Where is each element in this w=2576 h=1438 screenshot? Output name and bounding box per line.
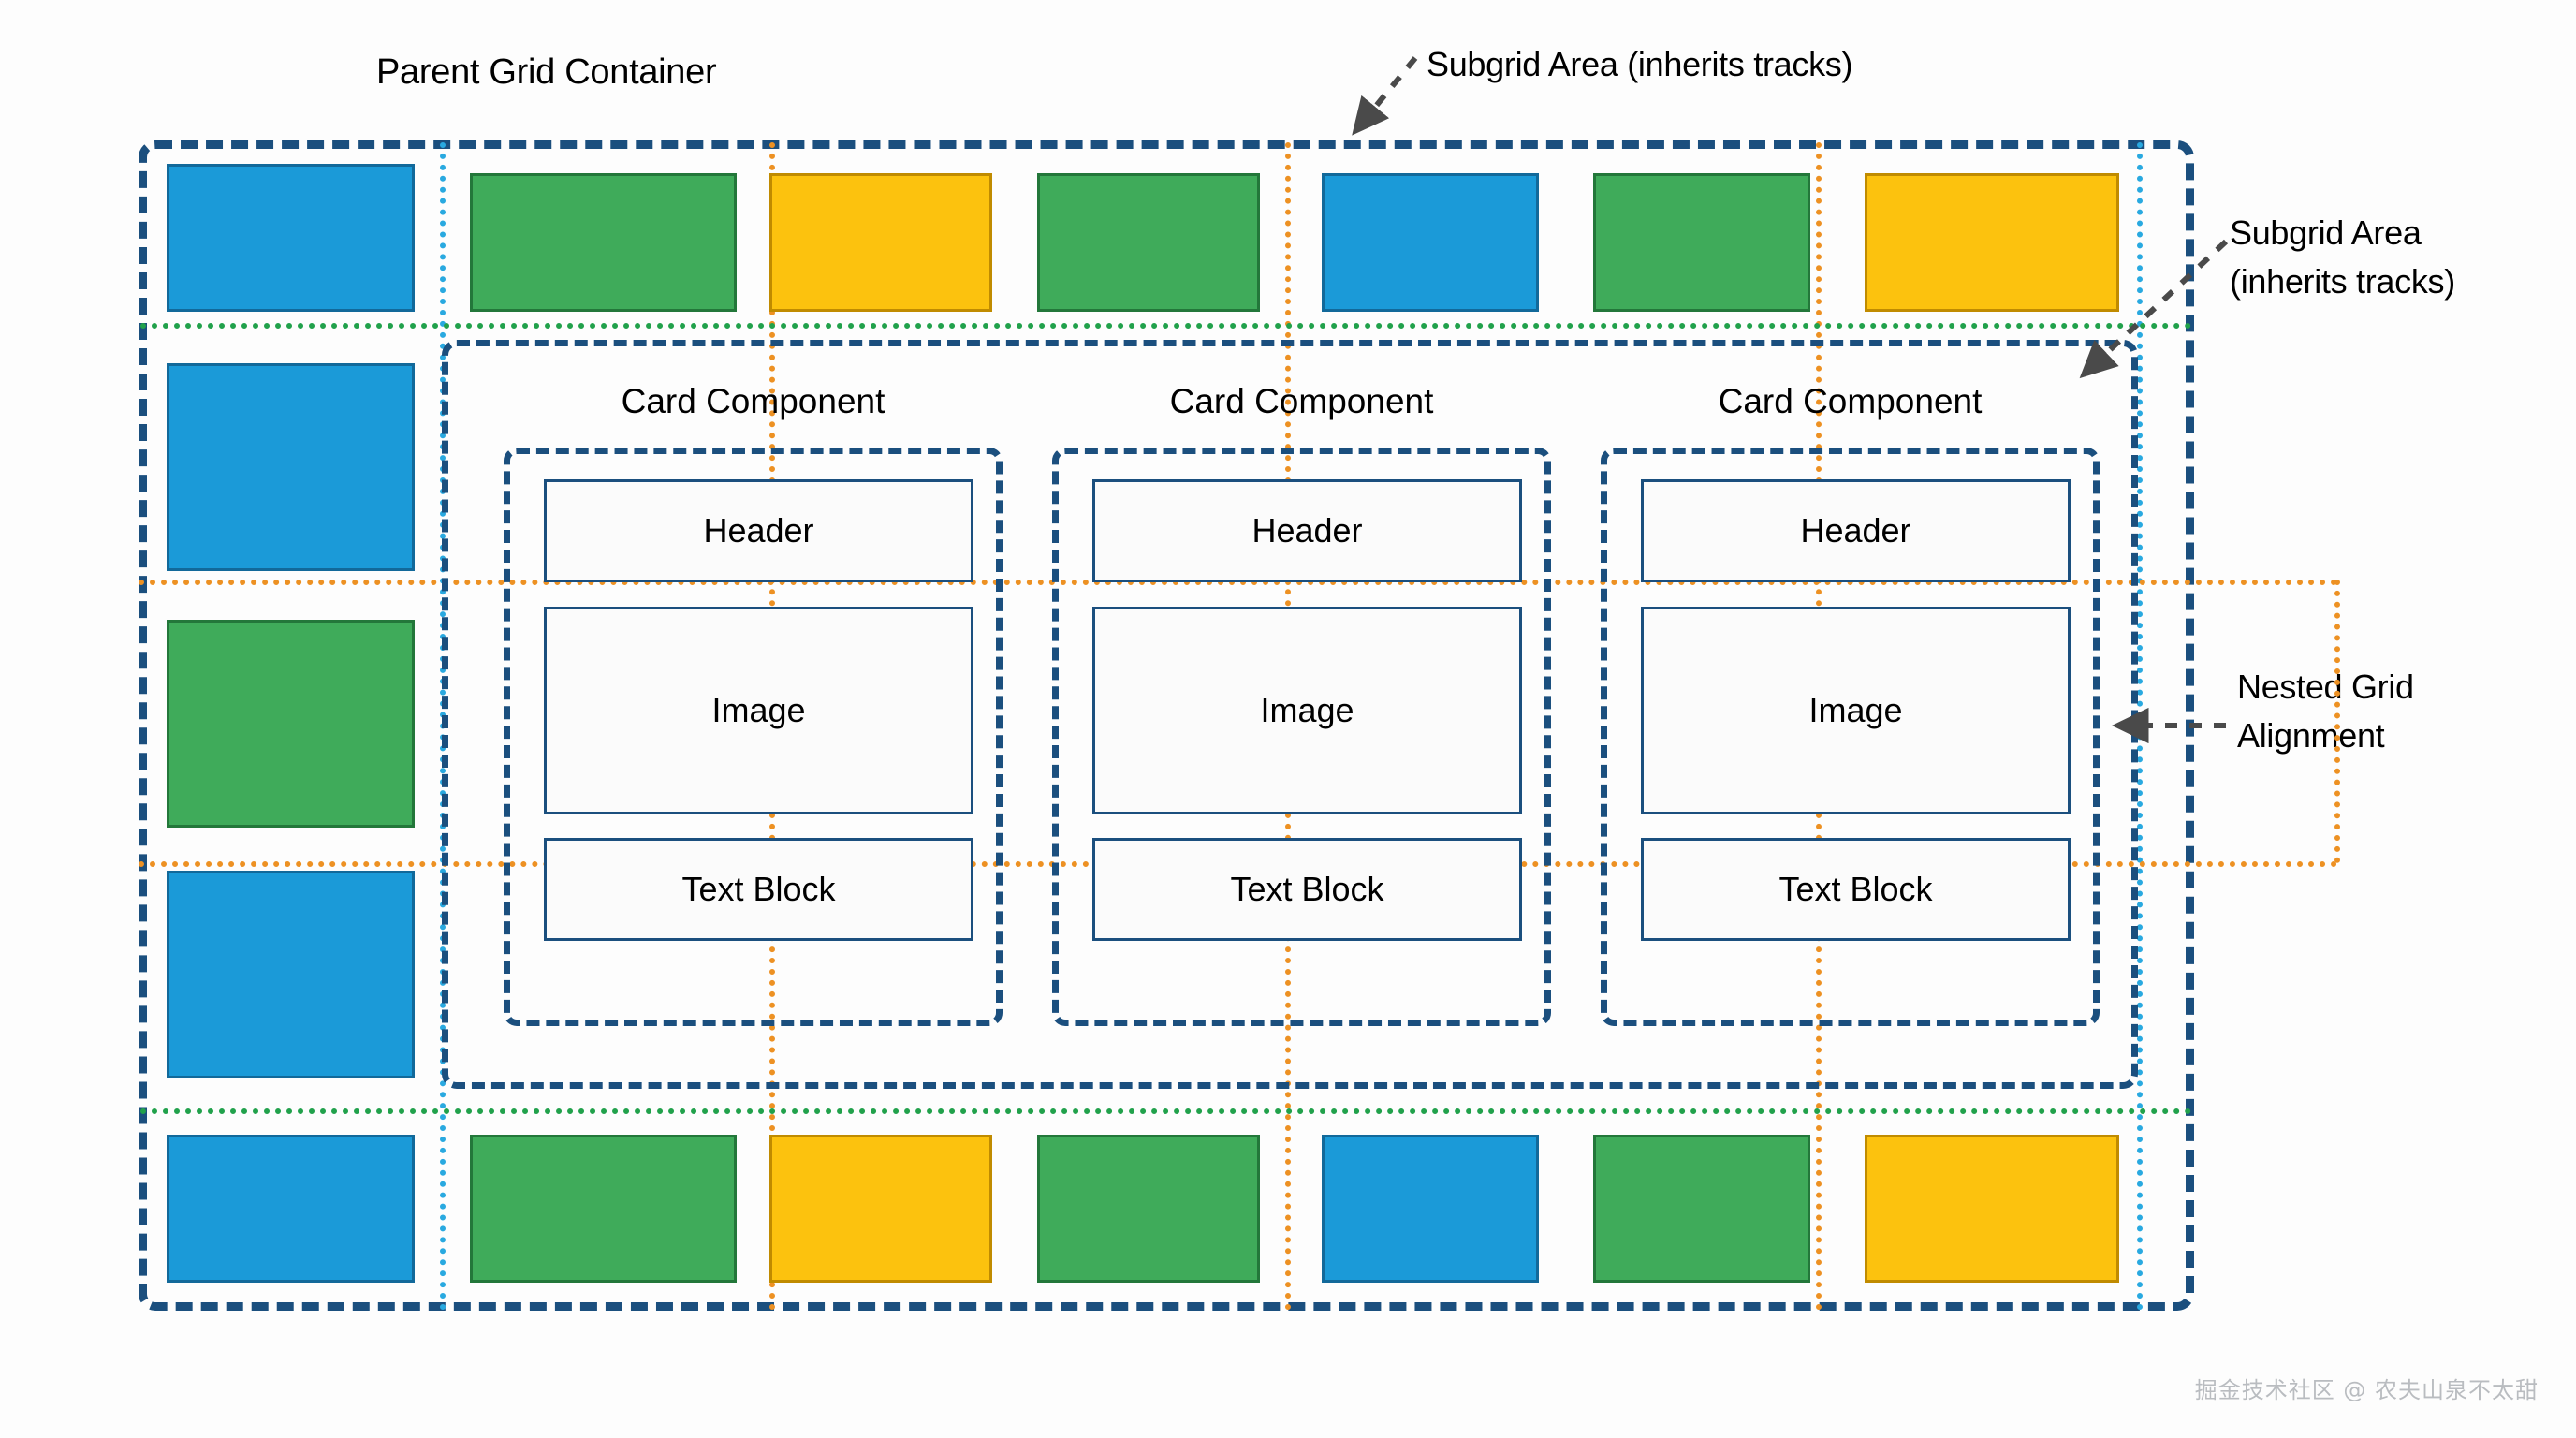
card-slot-text-2: Text Block — [1092, 838, 1522, 941]
card-component-2: Header Image Text Block — [1052, 448, 1551, 1026]
card-slot-header-2: Header — [1092, 479, 1522, 582]
arrow-subgrid-top — [1352, 56, 1418, 136]
card-component-1: Header Image Text Block — [504, 448, 1003, 1026]
grid-cell-bottom-2 — [470, 1135, 737, 1283]
orange-bracket-right-edge — [2334, 580, 2340, 863]
grid-cell-bottom-5 — [1322, 1135, 1539, 1283]
card-slot-text-3: Text Block — [1641, 838, 2071, 941]
annotation-subgrid-top: Subgrid Area (inherits tracks) — [1427, 45, 1853, 83]
green-row-guide-top — [140, 323, 2192, 329]
grid-cell-bottom-7 — [1865, 1135, 2119, 1283]
card-component-3: Header Image Text Block — [1601, 448, 2100, 1026]
grid-cell-left-2 — [167, 620, 415, 828]
annotation-nested-line2: Alignment — [2237, 716, 2385, 755]
card-slot-text-1: Text Block — [544, 838, 973, 941]
card-component-label-1: Card Component — [621, 382, 886, 420]
grid-cell-top-7 — [1865, 173, 2119, 312]
annotation-subgrid-right-line1: Subgrid Area — [2230, 213, 2422, 252]
grid-cell-top-1 — [167, 164, 415, 312]
card-slot-header-1: Header — [544, 479, 973, 582]
grid-cell-bottom-4 — [1037, 1135, 1260, 1283]
card-slot-header-3: Header — [1641, 479, 2071, 582]
card-slot-image-1: Image — [544, 607, 973, 814]
grid-cell-top-2 — [470, 173, 737, 312]
orange-row-guide-top — [139, 580, 2338, 585]
card-component-label-2: Card Component — [1169, 382, 1434, 420]
card-slot-image-3: Image — [1641, 607, 2071, 814]
grid-cell-bottom-6 — [1593, 1135, 1810, 1283]
grid-cell-top-3 — [769, 173, 992, 312]
annotation-nested-line1: Nested Grid — [2237, 668, 2414, 706]
page-title: Parent Grid Container — [376, 52, 717, 92]
annotation-subgrid-right-line2: (inherits tracks) — [2230, 262, 2455, 301]
grid-cell-left-3 — [167, 871, 415, 1078]
grid-cell-top-5 — [1322, 173, 1539, 312]
card-component-label-3: Card Component — [1718, 382, 1983, 420]
green-row-guide-bottom — [140, 1108, 2192, 1114]
card-slot-image-2: Image — [1092, 607, 1522, 814]
grid-cell-bottom-1 — [167, 1135, 415, 1283]
grid-cell-left-1 — [167, 363, 415, 571]
grid-cell-top-4 — [1037, 173, 1260, 312]
grid-cell-top-6 — [1593, 173, 1810, 312]
grid-cell-bottom-3 — [769, 1135, 992, 1283]
watermark: 掘金技术社区 @ 农夫山泉不太甜 — [2194, 1377, 2539, 1403]
